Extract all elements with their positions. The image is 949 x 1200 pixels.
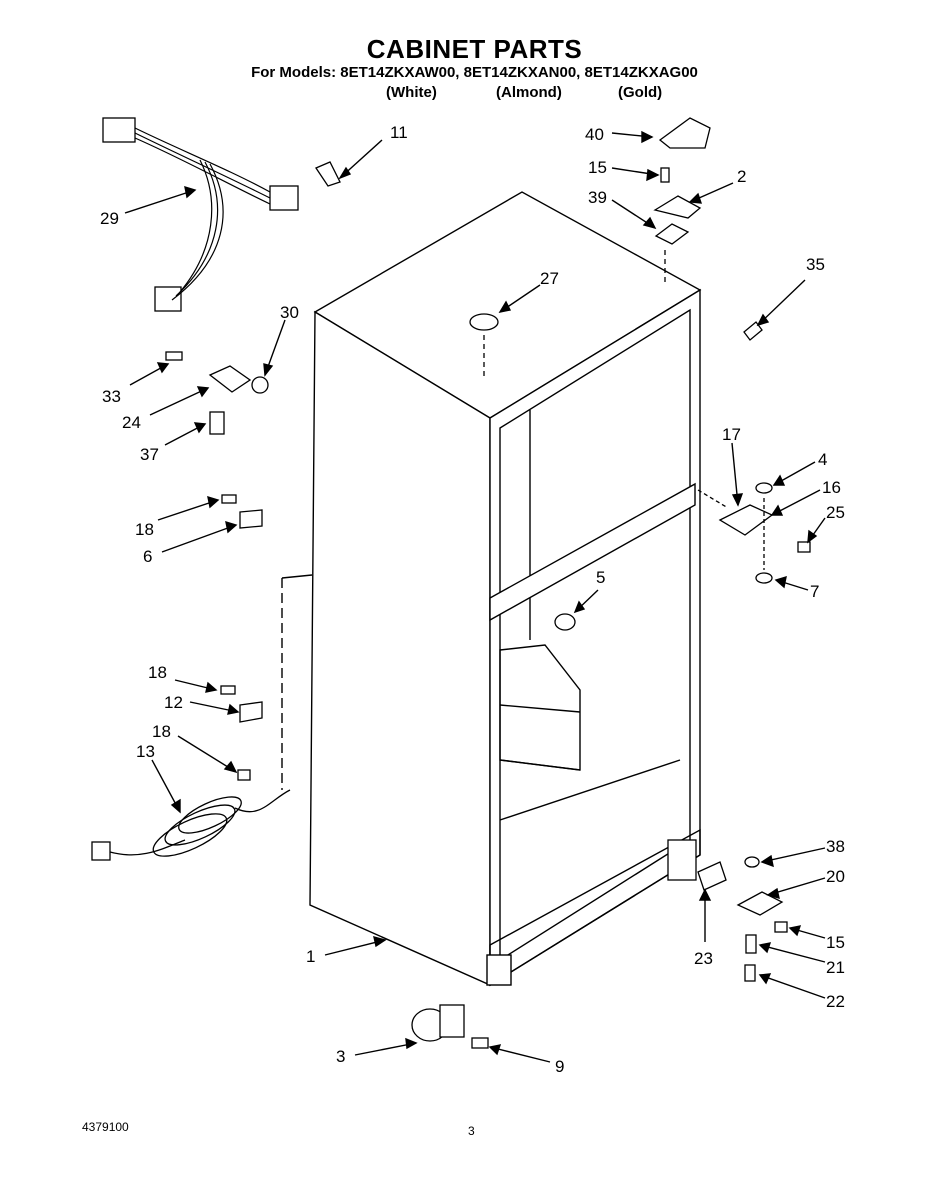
shim-23 <box>697 861 727 891</box>
roller-24 <box>208 365 252 393</box>
callout-33: 33 <box>102 387 121 406</box>
callout-40: 40 <box>585 125 604 144</box>
plug-35 <box>743 321 763 341</box>
screw-9 <box>471 1037 489 1049</box>
callout-35: 35 <box>806 255 825 274</box>
callout-22: 22 <box>826 992 845 1011</box>
spacer-37 <box>209 411 225 435</box>
clip-12 <box>239 701 263 723</box>
callout-18-a: 18 <box>135 520 154 539</box>
callout-24: 24 <box>122 413 141 432</box>
callout-23: 23 <box>694 949 713 968</box>
callout-30: 30 <box>280 303 299 322</box>
color-gold: (Gold) <box>618 84 663 101</box>
callout-21: 21 <box>826 958 845 977</box>
shim-39 <box>654 223 690 245</box>
bottom-hinge-20 <box>736 891 784 916</box>
callout-5: 5 <box>596 568 605 587</box>
harness-wires <box>134 127 271 301</box>
callout-15-bottom: 15 <box>826 933 845 952</box>
callout-2: 2 <box>737 167 746 186</box>
callout-17: 17 <box>722 425 741 444</box>
plug-button-27 <box>469 313 499 331</box>
screw-22 <box>744 964 756 982</box>
document-number: 4379100 <box>82 1120 129 1134</box>
callout-18-c: 18 <box>152 722 171 741</box>
callout-38: 38 <box>826 837 845 856</box>
mullion <box>489 482 696 622</box>
callout-3: 3 <box>336 1047 345 1066</box>
harness-connector-b <box>269 185 299 211</box>
clip-6 <box>239 509 263 529</box>
screw-11 <box>315 161 341 187</box>
callout-20: 20 <box>826 867 845 886</box>
callout-labels: 11 40 15 2 39 29 27 35 30 33 24 37 17 4 … <box>100 123 845 1076</box>
pin-21 <box>745 934 757 954</box>
harness-connector-c <box>154 286 182 312</box>
callout-39: 39 <box>588 188 607 207</box>
hinge-cover-40 <box>658 117 711 149</box>
models-line: For Models: 8ET14ZKXAW00, 8ET14ZKXAN00, … <box>251 64 698 81</box>
callout-15-top: 15 <box>588 158 607 177</box>
callout-27: 27 <box>540 269 559 288</box>
callout-16: 16 <box>822 478 841 497</box>
callout-4: 4 <box>818 450 827 469</box>
callout-11: 11 <box>390 123 408 142</box>
power-cord-13 <box>91 789 291 861</box>
callout-9: 9 <box>555 1057 564 1076</box>
page-title: CABINET PARTS <box>366 34 583 64</box>
color-almond: (Almond) <box>496 84 562 101</box>
leader-lines <box>124 130 826 1063</box>
harness-connector-a <box>102 117 136 143</box>
callout-18-b: 18 <box>148 663 167 682</box>
callout-29: 29 <box>100 209 119 228</box>
screw-5 <box>554 613 576 631</box>
color-white: (White) <box>386 84 437 101</box>
callout-1: 1 <box>306 947 315 966</box>
callout-37: 37 <box>140 445 159 464</box>
callout-13: 13 <box>136 742 155 761</box>
page-number: 3 <box>468 1124 475 1138</box>
callout-6: 6 <box>143 547 152 566</box>
callout-12: 12 <box>164 693 183 712</box>
washer-30 <box>251 376 269 394</box>
cabinet-side <box>309 310 491 987</box>
callout-25: 25 <box>826 503 845 522</box>
callout-7: 7 <box>810 582 819 601</box>
top-hinge-2 <box>653 195 702 219</box>
